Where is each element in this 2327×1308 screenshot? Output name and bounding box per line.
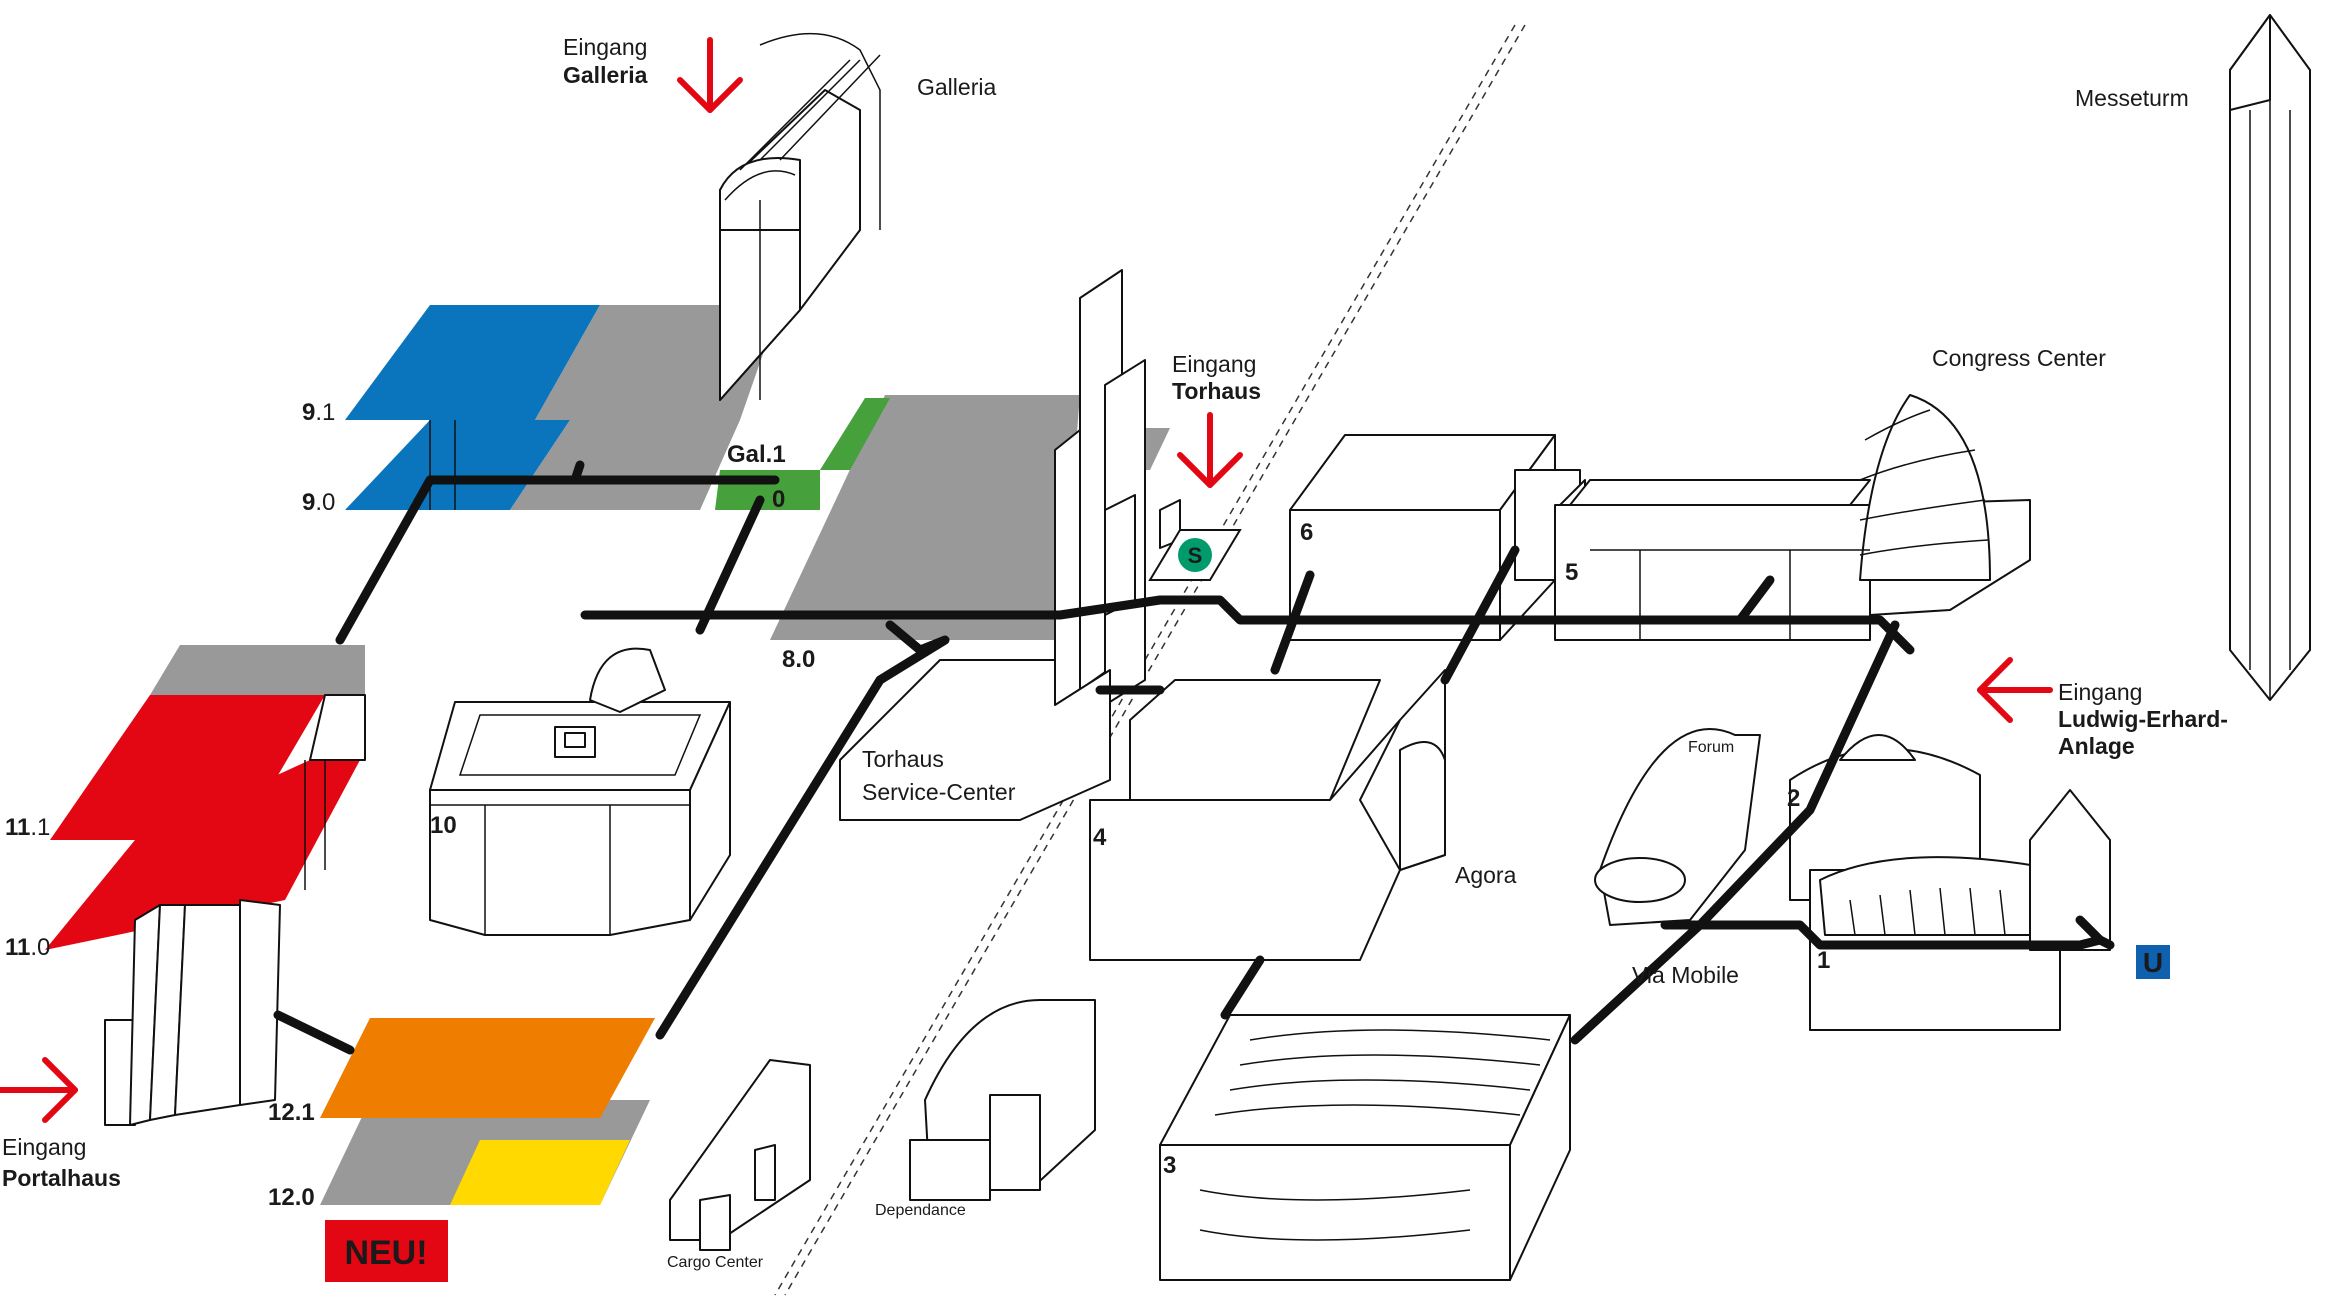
gallery-0-label: 0 [772,486,785,513]
entrance-label: Eingang [2058,679,2142,705]
hall-5-congress-building[interactable] [1554,394,2031,641]
hall-4-label: 4 [1093,824,1107,851]
hall-9-0-blue[interactable] [345,420,570,510]
entrance-ludwig-erhard[interactable] [1977,657,2053,723]
cargo-center-label: Cargo Center [667,1254,764,1271]
entrance-name: Torhaus [1172,378,1261,404]
via-mobile-label: Via Mobile [1632,962,1739,988]
entrance-portalhaus[interactable] [0,1057,78,1123]
entrance-galleria[interactable] [677,37,743,113]
torhaus-building[interactable] [839,269,1181,821]
agora-label: Agora [1455,862,1517,888]
hall-1-label: 1 [1817,947,1830,974]
hall-12-0-yellow[interactable] [450,1140,630,1205]
hall-6-label: 6 [1300,519,1313,546]
hall-9-1-label: 9.1 [302,399,335,426]
hall-9-1-gray[interactable] [535,305,780,420]
new-badge: NEU! [325,1220,448,1282]
hall-12-0-label: 12.0 [268,1184,315,1211]
entrance-name: Ludwig-Erhard- [2058,706,2228,732]
torhaus-service-label-1: Torhaus [862,746,944,772]
hall-11[interactable] [45,645,366,950]
dependance-building[interactable] [909,999,1096,1201]
portalhaus-building[interactable] [104,899,281,1126]
gallery-1-label: Gal.1 [727,441,786,468]
hall-3-building[interactable] [1159,1014,1571,1281]
sbahn-letter: S [1188,543,1203,568]
hall-5-label: 5 [1565,559,1578,586]
ubahn-icon[interactable] [2136,945,2170,979]
ubahn-letter: U [2143,947,2163,978]
hall-12-1-label: 12.1 [268,1099,315,1126]
hall-11-0-label: 11.0 [5,934,50,961]
hall-4-building[interactable] [1089,669,1446,961]
hall-9[interactable] [345,305,780,510]
hall-9-0-label: 9.0 [302,489,335,516]
messeturm-building[interactable] [2229,14,2311,701]
congress-center-label: Congress Center [1932,345,2106,371]
messeturm-label: Messeturm [2075,85,2189,111]
hall-6-building[interactable] [1289,434,1586,641]
hall-10-building[interactable] [429,647,731,936]
hall-12-1-orange[interactable] [320,1018,655,1118]
entrance-label: Eingang [2,1134,86,1160]
walkway-network [273,460,2115,1055]
entrance-torhaus[interactable] [1177,412,1243,488]
ubahn-station[interactable]: U [2136,945,2170,979]
entrance-label: Eingang [563,34,647,60]
galleria-label: Galleria [917,74,996,100]
torhaus-service-label-2: Service-Center [862,779,1016,805]
hall-8-floor[interactable] [770,395,1080,640]
hall-11-0-red[interactable] [45,760,360,950]
galleria-building[interactable] [715,32,890,510]
new-badge-text: NEU! [344,1234,427,1272]
hall-9-1-blue[interactable] [345,305,600,420]
hall-1-2-forum-buildings[interactable] [1594,728,2111,1031]
entrance-label: Eingang [1172,351,1256,377]
entrance-name-line3: Anlage [2058,733,2135,759]
new-badge-box [325,1220,448,1282]
sbahn-station[interactable]: S [1148,529,1242,581]
cargo-center-building[interactable] [669,1059,811,1251]
entrance-name: Galleria [563,62,648,88]
hall-9-0-gray[interactable] [510,420,740,510]
hall-11-top-gray[interactable] [150,645,365,695]
entrance-name: Portalhaus [2,1165,121,1191]
hall-11-1-label: 11.1 [5,814,50,841]
hall-2-label: 2 [1787,785,1800,812]
gallery-green[interactable] [820,398,890,470]
sbahn-icon[interactable] [1178,538,1212,572]
hall-3-label: 3 [1163,1152,1176,1179]
hall-8-label: 8.0 [782,646,815,673]
dependance-label: Dependance [875,1202,966,1219]
forum-label: Forum [1688,739,1734,756]
hall-10-label: 10 [430,812,457,839]
hall-12[interactable] [320,1018,655,1205]
